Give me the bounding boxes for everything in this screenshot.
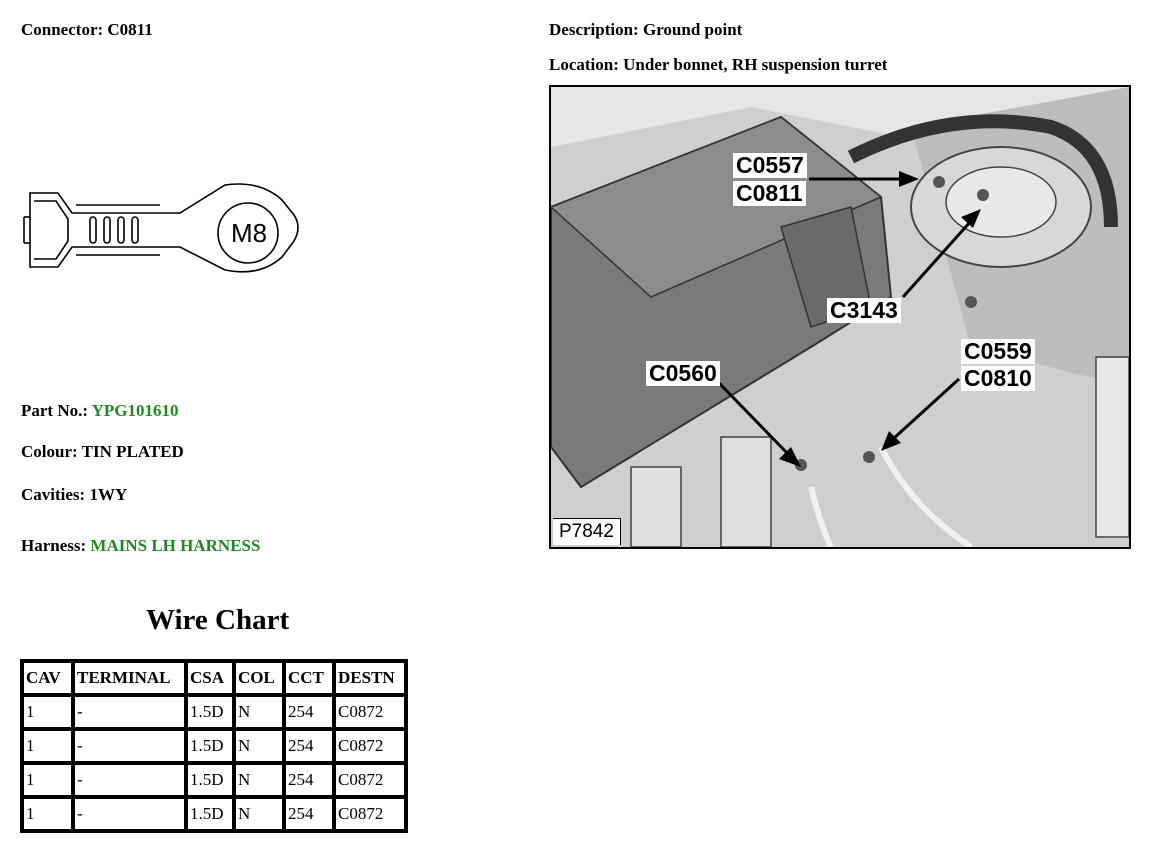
cell-cav: 1 [22, 729, 73, 763]
callout-c3143: C3143 [827, 298, 901, 323]
col-header-terminal: TERMINAL [73, 661, 186, 695]
part-label: Part No.: [21, 401, 89, 420]
part-number-row: Part No.: YPG101610 [21, 401, 179, 421]
callout-c0811: C0811 [733, 181, 806, 206]
col-header-col: COL [234, 661, 284, 695]
table-row: 1 - 1.5D N 254 C0872 [22, 763, 406, 797]
table-row: 1 - 1.5D N 254 C0872 [22, 797, 406, 831]
col-header-cav: CAV [22, 661, 73, 695]
table-row: 1 - 1.5D N 254 C0872 [22, 695, 406, 729]
cell-destn: C0872 [334, 729, 406, 763]
description-label: Description: [549, 20, 639, 39]
cavities-label: Cavities: [21, 485, 86, 504]
cell-csa: 1.5D [186, 695, 234, 729]
description-heading: Description: Ground point [549, 20, 742, 40]
table-row: 1 - 1.5D N 254 C0872 [22, 729, 406, 763]
connector-heading: Connector: C0811 [21, 20, 153, 40]
cell-col: N [234, 695, 284, 729]
description-value: Ground point [642, 20, 743, 39]
cell-col: N [234, 763, 284, 797]
stud-size-text: M8 [231, 218, 268, 248]
cell-destn: C0872 [334, 763, 406, 797]
wire-chart-table: CAV TERMINAL CSA COL CCT DESTN 1 - 1.5D … [20, 659, 408, 833]
cell-terminal: - [73, 729, 186, 763]
cell-terminal: - [73, 695, 186, 729]
harness-value: MAINS LH HARNESS [90, 536, 261, 555]
cell-col: N [234, 797, 284, 831]
wire-chart-header-row: CAV TERMINAL CSA COL CCT DESTN [22, 661, 406, 695]
location-heading: Location: Under bonnet, RH suspension tu… [549, 55, 887, 75]
ring-terminal-drawing [23, 183, 299, 273]
callout-c0560: C0560 [646, 361, 720, 386]
colour-value: TIN PLATED [81, 442, 184, 461]
callout-c0559: C0559 [961, 339, 1035, 364]
connector-value: C0811 [107, 20, 153, 39]
cell-cct: 254 [284, 729, 334, 763]
location-label: Location: [549, 55, 619, 74]
connector-label: Connector: [21, 20, 104, 39]
cell-destn: C0872 [334, 695, 406, 729]
col-header-csa: CSA [186, 661, 234, 695]
harness-label: Harness: [21, 536, 87, 555]
cell-cct: 254 [284, 695, 334, 729]
callout-c0557: C0557 [733, 153, 807, 178]
location-photo: C0557 C0811 C3143 C0560 C0559 C0810 P784… [549, 85, 1131, 549]
cavities-value: 1WY [89, 485, 128, 504]
cell-cav: 1 [22, 763, 73, 797]
plate-number: P7842 [553, 518, 621, 545]
callout-c0810: C0810 [961, 366, 1035, 391]
cell-csa: 1.5D [186, 763, 234, 797]
cell-terminal: - [73, 763, 186, 797]
cell-csa: 1.5D [186, 797, 234, 831]
cell-col: N [234, 729, 284, 763]
col-header-destn: DESTN [334, 661, 406, 695]
cell-csa: 1.5D [186, 729, 234, 763]
col-header-cct: CCT [284, 661, 334, 695]
cell-destn: C0872 [334, 797, 406, 831]
part-value: YPG101610 [91, 401, 179, 420]
cavities-row: Cavities: 1WY [21, 485, 127, 505]
cell-cav: 1 [22, 695, 73, 729]
cell-cct: 254 [284, 763, 334, 797]
colour-label: Colour: [21, 442, 78, 461]
cell-terminal: - [73, 797, 186, 831]
cell-cct: 254 [284, 797, 334, 831]
harness-row: Harness: MAINS LH HARNESS [21, 536, 260, 556]
location-value: Under bonnet, RH suspension turret [623, 55, 888, 74]
cell-cav: 1 [22, 797, 73, 831]
wire-chart-title: Wire Chart [146, 604, 290, 636]
colour-row: Colour: TIN PLATED [21, 442, 184, 462]
